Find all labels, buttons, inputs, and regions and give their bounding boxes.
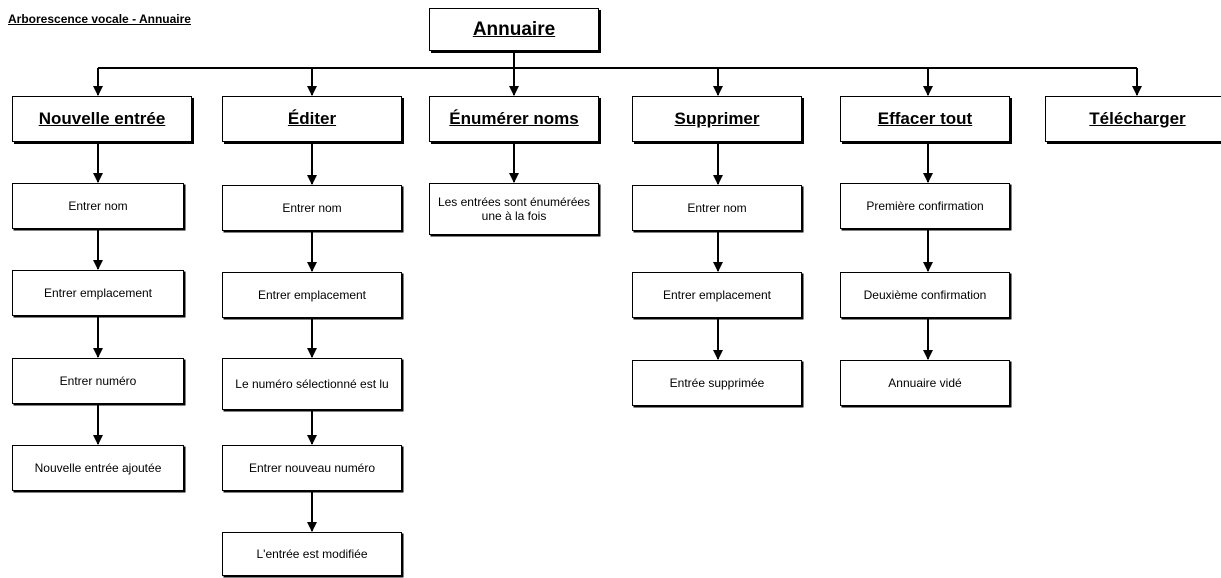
step-supprimer-1: Entrer nom [632, 185, 802, 231]
step-nouvelle-entree-1: Entrer nom [12, 183, 184, 229]
step-supprimer-3: Entrée supprimée [632, 360, 802, 406]
step-nouvelle-entree-4: Nouvelle entrée ajoutée [12, 445, 184, 491]
category-node-telecharger: Télécharger [1045, 96, 1221, 142]
step-effacer-tout-3: Annuaire vidé [840, 360, 1010, 406]
category-node-editer: Éditer [222, 96, 402, 142]
step-editer-4: Entrer nouveau numéro [222, 445, 402, 491]
step-supprimer-2: Entrer emplacement [632, 272, 802, 318]
step-editer-1: Entrer nom [222, 185, 402, 231]
step-effacer-tout-1: Première confirmation [840, 183, 1010, 229]
step-nouvelle-entree-3: Entrer numéro [12, 358, 184, 404]
step-enumerer-noms-1: Les entrées sont énumérées une à la fois [429, 183, 599, 235]
category-node-enumerer-noms: Énumérer noms [429, 96, 599, 142]
category-node-nouvelle-entree: Nouvelle entrée [12, 96, 192, 142]
diagram-caption: Arborescence vocale - Annuaire [8, 12, 191, 26]
category-node-supprimer: Supprimer [632, 96, 802, 142]
root-node-annuaire: Annuaire [429, 8, 599, 51]
step-nouvelle-entree-2: Entrer emplacement [12, 270, 184, 316]
step-editer-5: L'entrée est modifiée [222, 532, 402, 576]
step-editer-3: Le numéro sélectionné est lu [222, 358, 402, 410]
category-node-effacer-tout: Effacer tout [840, 96, 1010, 142]
step-effacer-tout-2: Deuxième confirmation [840, 272, 1010, 318]
step-editer-2: Entrer emplacement [222, 272, 402, 318]
